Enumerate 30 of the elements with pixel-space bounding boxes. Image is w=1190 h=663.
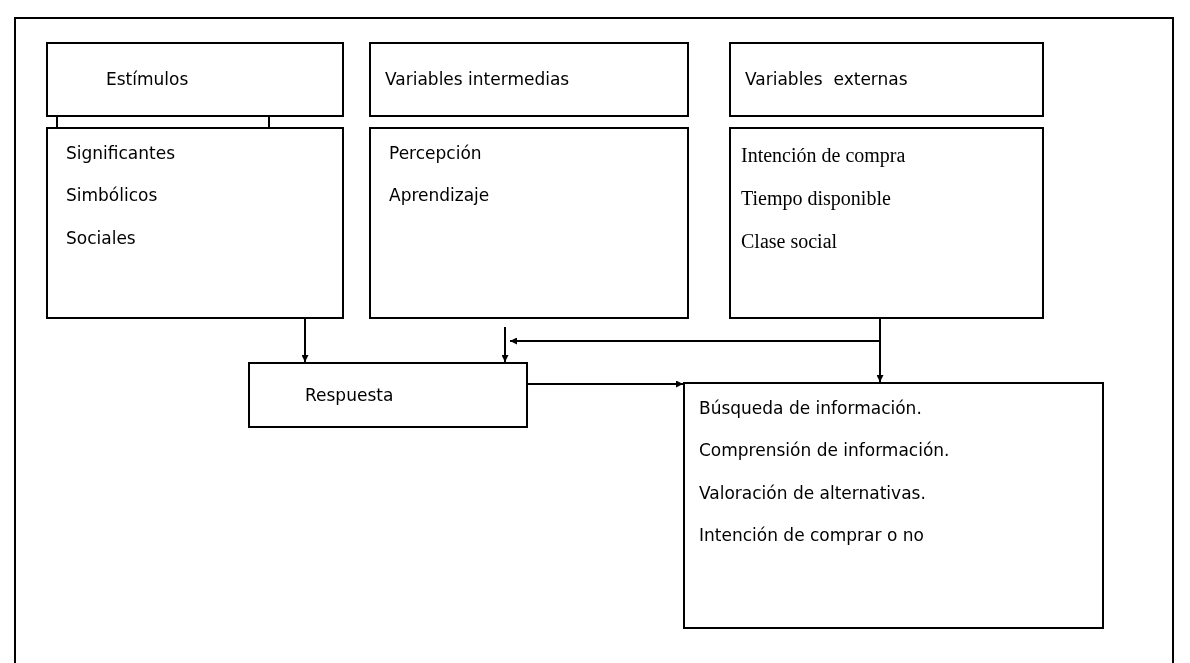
box-text: Respuesta: [305, 384, 395, 406]
box-text: Comprensión de información.: [699, 440, 951, 461]
box-text: Estímulos: [106, 69, 190, 90]
category-box: [46, 127, 344, 319]
box-text: Significantes: [66, 143, 177, 164]
box-text: Sociales: [66, 227, 137, 249]
box-text: Variables externas: [745, 69, 909, 90]
header-box: [729, 42, 1044, 117]
box-text: Búsqueda de información.: [699, 398, 923, 419]
box-text: Valoración de alternativas.: [699, 482, 927, 504]
category-box: [369, 127, 689, 319]
arrow: [876, 318, 884, 383]
header-box: [369, 42, 689, 117]
box-text: Aprendizaje: [389, 185, 491, 206]
box-text: Percepción: [389, 143, 483, 164]
connector-line: [268, 116, 270, 128]
box-text: Simbólicos: [66, 185, 159, 206]
connector-line: [56, 116, 58, 128]
box-text: Variables intermedias: [385, 69, 571, 90]
box-text: Tiempo disponible: [741, 186, 892, 210]
category-box: [729, 127, 1044, 319]
arrow: [301, 318, 309, 363]
header-box: [46, 42, 344, 117]
box-text: Intención de compra: [741, 143, 907, 167]
arrow: [501, 326, 509, 363]
response-box: [248, 362, 528, 428]
process-box: [683, 382, 1104, 629]
box-text: Intención de comprar o no: [699, 525, 925, 546]
arrow: [527, 380, 684, 388]
box-text: Clase social: [741, 229, 839, 253]
